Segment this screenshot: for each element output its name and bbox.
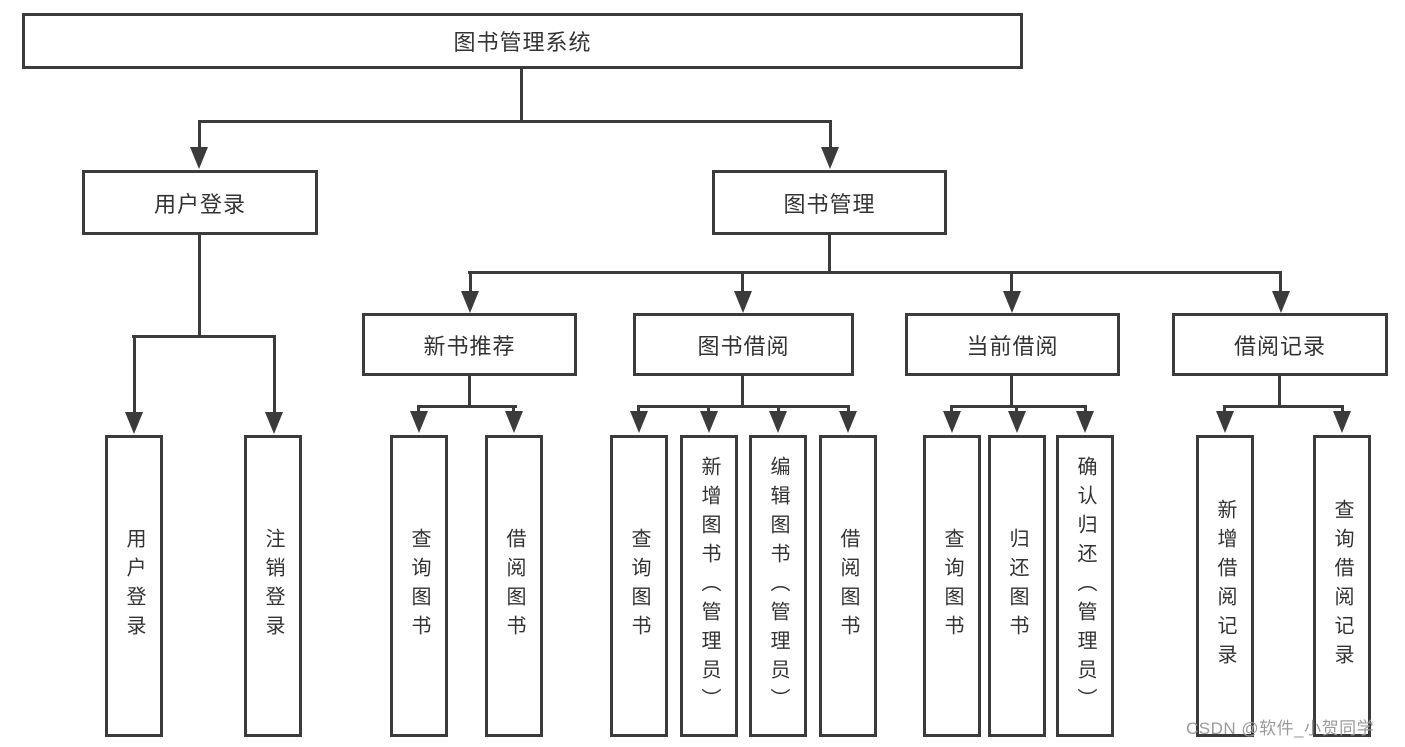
connector-arrow-shaft	[198, 120, 201, 148]
node-library-management-system-label: 图书管理系统	[453, 30, 592, 55]
arrow-down-icon	[630, 411, 648, 433]
arrow-down-icon	[734, 291, 752, 313]
connector-borrowing-bar	[637, 405, 850, 408]
leaf-borrow-books-recommend-label: 借阅图书	[503, 528, 525, 644]
connector-recommendation-bar	[417, 405, 517, 408]
arrow-down-icon	[1008, 411, 1026, 433]
arrow-down-icon	[1076, 411, 1094, 433]
leaf-query-books-current: 查询图书	[923, 435, 981, 737]
leaf-borrow-books-borrowing-label: 借阅图书	[837, 528, 859, 644]
connector-arrow-shaft	[777, 405, 780, 414]
connector-arrow-shaft	[1084, 405, 1087, 414]
leaf-query-books-recommend: 查询图书	[390, 435, 448, 737]
leaf-return-book-label: 归还图书	[1006, 528, 1028, 644]
connector-user-login-stem	[198, 235, 201, 337]
leaf-query-books-borrowing-label: 查询图书	[628, 528, 650, 644]
leaf-add-book-admin: 新增图书（管理员）	[680, 435, 738, 737]
connector-arrow-shaft	[829, 120, 832, 148]
leaf-borrow-books-recommend: 借阅图书	[485, 435, 543, 737]
connector-arrow-shaft	[950, 405, 953, 414]
connector-arrow-shaft	[1341, 405, 1344, 414]
connector-current-bar	[950, 405, 1087, 408]
leaf-add-borrow-record: 新增借阅记录	[1196, 435, 1254, 737]
connector-arrow-shaft	[1279, 271, 1282, 292]
arrow-down-icon	[265, 412, 283, 434]
arrow-down-icon	[700, 411, 718, 433]
arrow-down-icon	[821, 147, 839, 169]
arrow-down-icon	[410, 411, 428, 433]
arrow-down-icon	[1003, 291, 1021, 313]
connector-records-bar	[1223, 405, 1344, 408]
watermark-text: CSDN @软件_小贺同学	[1186, 719, 1375, 738]
connector-arrow-shaft	[469, 271, 472, 292]
arrow-down-icon	[769, 411, 787, 433]
connector-recommendation-stem	[468, 376, 471, 408]
arrow-down-icon	[190, 147, 208, 169]
node-book-borrowing-label: 图书借阅	[697, 333, 790, 359]
connector-root-stem	[520, 69, 523, 122]
connector-arrow-shaft	[273, 335, 276, 413]
node-current-borrowing: 当前借阅	[905, 313, 1120, 376]
leaf-user-login-label: 用户登录	[123, 528, 145, 644]
arrow-down-icon	[943, 411, 961, 433]
connector-arrow-shaft	[847, 405, 850, 414]
connector-arrow-shaft	[1223, 405, 1226, 414]
leaf-confirm-return-admin: 确认归还（管理员）	[1056, 435, 1114, 737]
connector-current-stem	[1010, 376, 1013, 408]
leaf-return-book: 归还图书	[988, 435, 1046, 737]
connector-arrow-shaft	[1015, 405, 1018, 414]
connector-level2-bar	[198, 120, 832, 123]
leaf-logout: 注销登录	[244, 435, 302, 737]
leaf-query-borrow-record-label: 查询借阅记录	[1331, 499, 1353, 673]
node-new-book-recommendation-label: 新书推荐	[423, 333, 516, 359]
node-user-login-label: 用户登录	[153, 191, 246, 217]
node-library-management-system: 图书管理系统	[22, 13, 1023, 69]
arrow-down-icon	[505, 411, 523, 433]
leaf-add-book-admin-label: 新增图书（管理员）	[698, 455, 720, 717]
leaf-edit-book-admin-label: 编辑图书（管理员）	[767, 455, 789, 717]
leaf-borrow-books-borrowing: 借阅图书	[819, 435, 877, 737]
connector-arrow-shaft	[417, 405, 420, 414]
arrow-down-icon	[1272, 291, 1290, 313]
connector-arrow-shaft	[133, 335, 136, 413]
arrow-down-icon	[1333, 411, 1351, 433]
leaf-edit-book-admin: 编辑图书（管理员）	[749, 435, 807, 737]
node-borrowing-records: 借阅记录	[1172, 313, 1388, 376]
arrow-down-icon	[125, 412, 143, 434]
leaf-query-books-borrowing: 查询图书	[610, 435, 668, 737]
node-new-book-recommendation: 新书推荐	[362, 313, 577, 376]
arrow-down-icon	[839, 411, 857, 433]
connector-arrow-shaft	[512, 405, 515, 414]
leaf-logout-label: 注销登录	[262, 528, 284, 644]
connector-user-login-bar	[132, 335, 276, 338]
node-current-borrowing-label: 当前借阅	[966, 333, 1059, 359]
connector-level3-bar	[468, 271, 1282, 274]
node-book-management-label: 图书管理	[783, 191, 876, 217]
connector-arrow-shaft	[637, 405, 640, 414]
leaf-query-borrow-record: 查询借阅记录	[1313, 435, 1371, 737]
leaf-add-borrow-record-label: 新增借阅记录	[1214, 499, 1236, 673]
leaf-query-books-recommend-label: 查询图书	[408, 528, 430, 644]
leaf-query-books-current-label: 查询图书	[941, 528, 963, 644]
node-user-login: 用户登录	[82, 170, 318, 235]
node-book-management: 图书管理	[712, 170, 947, 235]
node-borrowing-records-label: 借阅记录	[1233, 333, 1326, 359]
connector-arrow-shaft	[1010, 271, 1013, 292]
connector-arrow-shaft	[707, 405, 710, 414]
connector-arrow-shaft	[741, 271, 744, 292]
connector-book-management-stem	[828, 235, 831, 273]
arrow-down-icon	[461, 291, 479, 313]
connector-records-stem	[1278, 376, 1281, 408]
leaf-confirm-return-admin-label: 确认归还（管理员）	[1074, 455, 1096, 717]
leaf-user-login: 用户登录	[105, 435, 163, 737]
connector-borrowing-stem	[741, 376, 744, 408]
arrow-down-icon	[1216, 411, 1234, 433]
node-book-borrowing: 图书借阅	[633, 313, 854, 376]
